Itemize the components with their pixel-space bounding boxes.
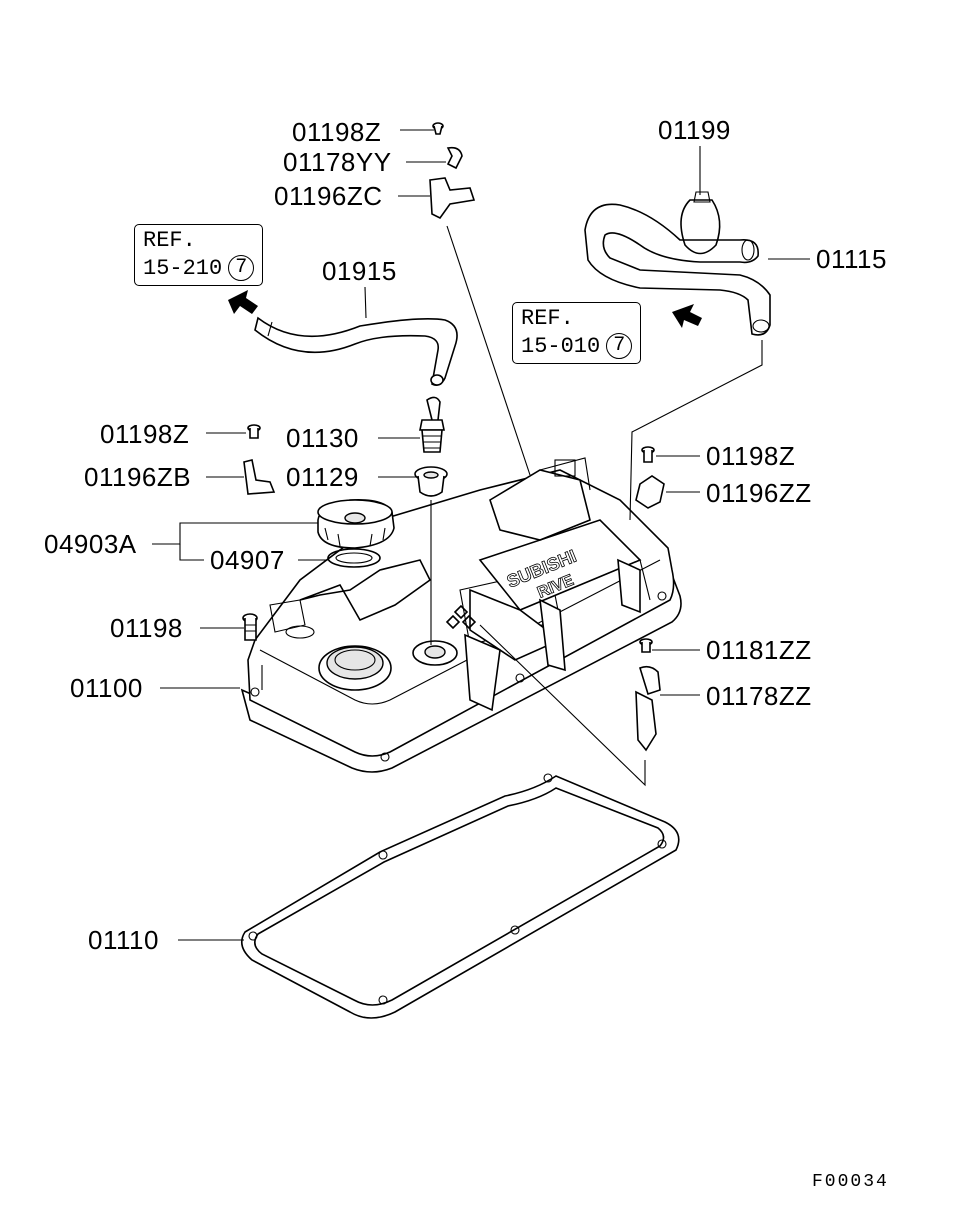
bracket-top [429, 177, 476, 220]
bracket-right [635, 475, 665, 509]
label-01199: 01199 [658, 115, 731, 145]
label-01198Z-left: 01198Z [100, 419, 190, 449]
ref-right-line1: REF. [521, 306, 574, 331]
hose-clamp [680, 191, 721, 255]
label-01181ZZ: 01181ZZ [706, 635, 812, 665]
clip-top [446, 146, 463, 170]
label-01130: 01130 [286, 423, 359, 453]
diagram-code: F00034 [812, 1172, 889, 1192]
ref-right-line2: 15-010 [521, 334, 601, 359]
breather-hose [584, 203, 771, 336]
pcv-grommet [414, 466, 448, 497]
arrow-icon [672, 304, 702, 328]
label-04903A: 04903A [44, 529, 137, 559]
arrow-icon [228, 290, 258, 314]
ref-left-line1: REF. [143, 228, 196, 253]
pcv-valve [419, 396, 445, 453]
bolt-left [247, 424, 261, 439]
bolt-top [432, 122, 444, 135]
label-01198Z-right: 01198Z [706, 441, 796, 471]
leader-lines [152, 129, 810, 941]
label-01178ZZ: 01178ZZ [706, 681, 812, 711]
oil-filler-cap-gasket [327, 548, 381, 568]
label-01115: 01115 [816, 244, 887, 274]
label-01178YY: 01178YY [283, 147, 392, 177]
label-04907: 04907 [210, 545, 285, 575]
rocker-cover [240, 457, 682, 773]
label-01196ZB: 01196ZB [84, 462, 192, 492]
label-01110: 01110 [88, 925, 159, 955]
label-01198: 01198 [110, 613, 183, 643]
bolt-01198 [242, 613, 258, 641]
label-01196ZC: 01196ZC [274, 181, 383, 211]
label-01196ZZ: 01196ZZ [706, 478, 812, 508]
ref-right-circle: 7 [606, 333, 633, 360]
label-01915: 01915 [322, 256, 397, 286]
ref-left-circle: 7 [228, 255, 255, 282]
bracket-left [243, 459, 276, 495]
ref-left-line2: 15-210 [143, 256, 223, 281]
label-01129: 01129 [286, 462, 359, 492]
label-01100: 01100 [70, 673, 143, 703]
rocker-cover-gasket [240, 773, 680, 1019]
clip-01178ZZ [635, 665, 661, 752]
label-01198Z-top: 01198Z [292, 117, 382, 147]
bolt-right [641, 446, 655, 463]
pcv-hose [254, 316, 458, 386]
oil-filler-cap [317, 498, 395, 549]
bolt-01181ZZ [639, 638, 653, 653]
